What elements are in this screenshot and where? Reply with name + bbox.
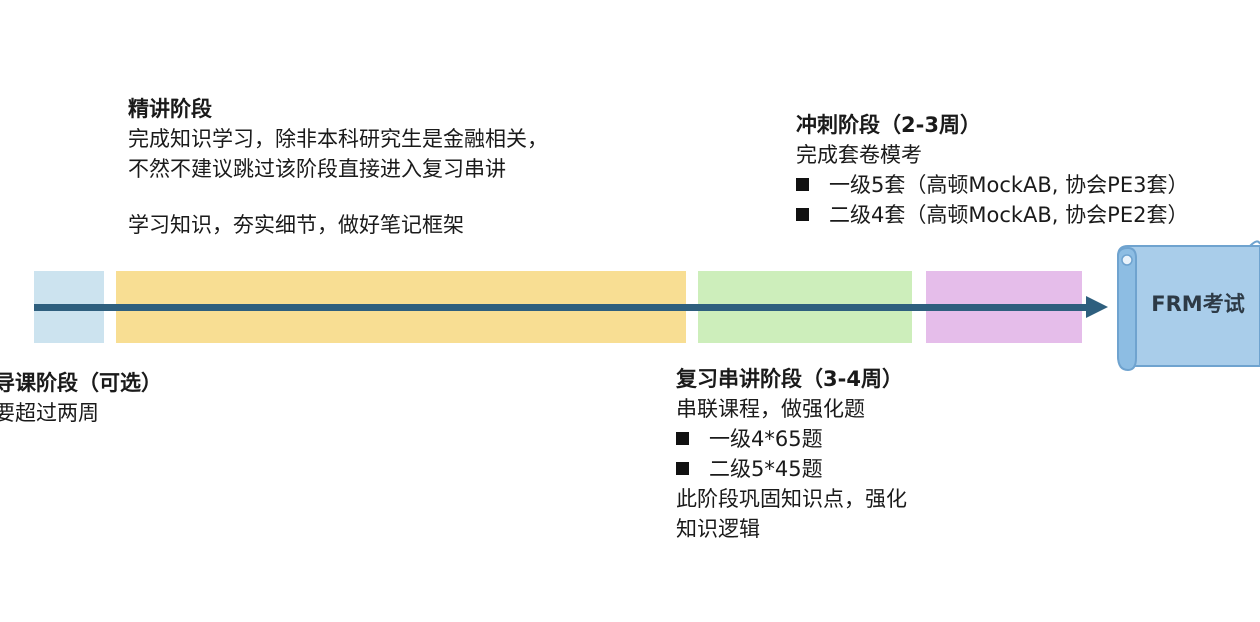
- stage-review-note-1: 此阶段巩固知识点，强化: [676, 487, 907, 511]
- scroll-icon: [1117, 240, 1260, 372]
- list-item: 二级5*45题: [676, 454, 907, 484]
- arrow-right-icon: [1086, 296, 1108, 318]
- stage-review-bullet-1: 一级4*65题: [709, 427, 823, 451]
- stage-main-title: 精讲阶段: [128, 97, 212, 121]
- timeline-line: [34, 304, 1088, 311]
- stage-review-note-2: 知识逻辑: [676, 517, 760, 541]
- stage-sprint-bullet-2: 二级4套（高顿MockAB, 协会PE2套）: [829, 203, 1189, 227]
- stage-main-text: 精讲阶段 完成知识学习，除非本科研究生是金融相关， 不然不建议跳过该阶段直接进入…: [128, 94, 548, 240]
- stage-intro-note: 要超过两周: [0, 401, 99, 425]
- stage-main-focus: 学习知识，夯实细节，做好笔记框架: [128, 213, 464, 237]
- list-item: 一级5套（高顿MockAB, 协会PE3套）: [796, 170, 1188, 200]
- stage-intro-text: 导课阶段（可选） 要超过两周: [0, 368, 162, 428]
- black-square-icon: [676, 432, 689, 445]
- stage-sprint-desc: 完成套卷模考: [796, 143, 922, 167]
- stage-review-text: 复习串讲阶段（3-4周） 串联课程，做强化题 一级4*65题 二级5*45题 此…: [676, 364, 907, 544]
- black-square-icon: [796, 208, 809, 221]
- stage-review-desc: 串联课程，做强化题: [676, 397, 865, 421]
- stage-review-title: 复习串讲阶段（3-4周）: [676, 367, 903, 391]
- exam-label: FRM考试: [1151, 292, 1245, 316]
- stage-intro-title: 导课阶段（可选）: [0, 371, 162, 395]
- stage-main-desc-2: 不然不建议跳过该阶段直接进入复习串讲: [128, 157, 506, 181]
- list-item: 二级4套（高顿MockAB, 协会PE2套）: [796, 200, 1188, 230]
- list-item: 一级4*65题: [676, 424, 907, 454]
- black-square-icon: [796, 178, 809, 191]
- exam-scroll: FRM考试: [1108, 238, 1260, 374]
- stage-review-bullet-2: 二级5*45题: [709, 457, 823, 481]
- stage-sprint-title: 冲刺阶段（2-3周）: [796, 113, 981, 137]
- stage-main-desc-1: 完成知识学习，除非本科研究生是金融相关，: [128, 127, 548, 151]
- black-square-icon: [676, 462, 689, 475]
- stage-sprint-text: 冲刺阶段（2-3周） 完成套卷模考 一级5套（高顿MockAB, 协会PE3套）…: [796, 110, 1188, 230]
- stage-sprint-bullet-1: 一级5套（高顿MockAB, 协会PE3套）: [829, 173, 1189, 197]
